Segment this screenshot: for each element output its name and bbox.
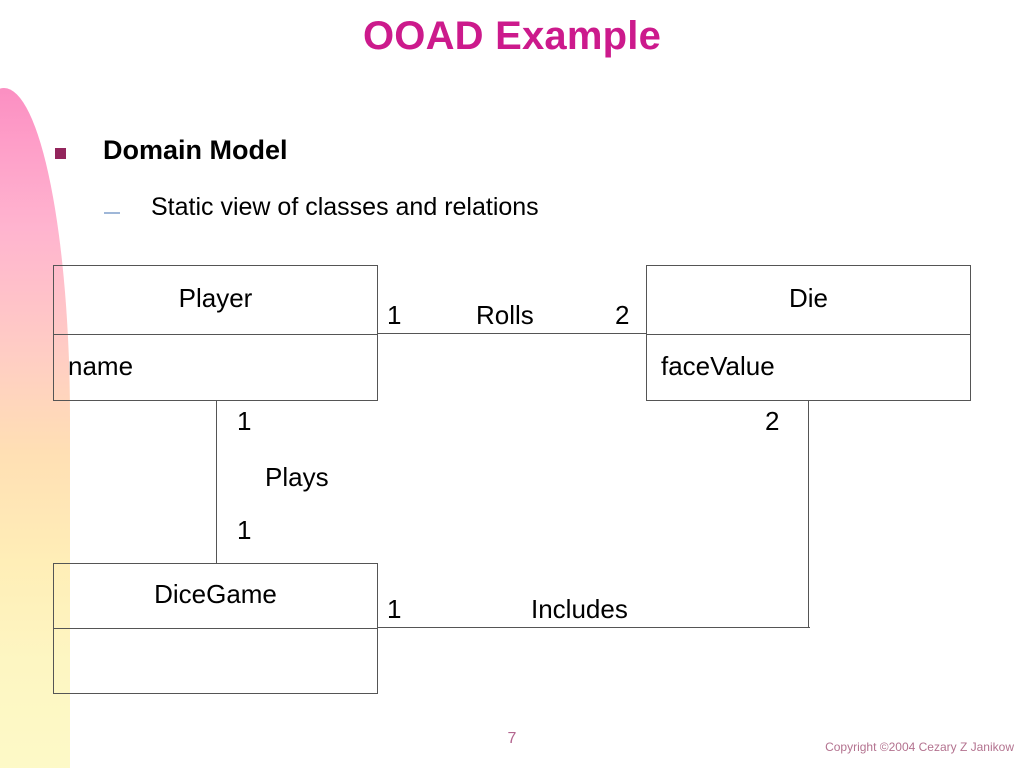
association-label-plays: Plays xyxy=(265,462,329,492)
multiplicity-plays-player: 1 xyxy=(237,406,252,436)
association-line-includes-vertical xyxy=(808,400,809,627)
uml-compartment-divider xyxy=(54,334,377,335)
bullet-item-domain-model: Domain Model xyxy=(55,135,288,166)
multiplicity-includes-dicegame: 1 xyxy=(387,594,402,624)
association-label-rolls: Rolls xyxy=(476,300,534,330)
uml-class-name-player: Player xyxy=(178,283,253,313)
uml-class-name-dicegame: DiceGame xyxy=(154,579,277,609)
uml-attribute-die-facevalue: faceValue xyxy=(661,351,775,381)
uml-class-dicegame[interactable]: DiceGame xyxy=(53,563,378,694)
uml-compartment-divider xyxy=(54,628,377,629)
uml-class-player[interactable]: Player name xyxy=(53,265,378,401)
subbullet-label: Static view of classes and relations xyxy=(151,193,539,221)
association-label-includes: Includes xyxy=(531,594,628,624)
dash-bullet-icon xyxy=(104,212,120,214)
uml-class-die[interactable]: Die faceValue xyxy=(646,265,971,401)
square-bullet-icon xyxy=(55,148,66,159)
uml-class-name-die: Die xyxy=(788,283,828,313)
multiplicity-includes-die: 2 xyxy=(765,406,780,436)
multiplicity-rolls-player: 1 xyxy=(387,300,402,330)
uml-attribute-player-name: name xyxy=(68,351,134,381)
association-line-includes-horizontal xyxy=(378,627,810,628)
bullet-item-static-view: Static view of classes and relations xyxy=(104,193,539,222)
multiplicity-rolls-die: 2 xyxy=(615,300,630,330)
multiplicity-plays-dicegame: 1 xyxy=(237,515,252,545)
page-number: 7 xyxy=(507,730,517,747)
association-line-rolls xyxy=(378,333,646,334)
association-line-plays xyxy=(216,400,217,563)
copyright-notice: Copyright ©2004 Cezary Z Janikow xyxy=(825,740,1014,754)
uml-compartment-divider xyxy=(647,334,970,335)
bullet-label: Domain Model xyxy=(103,135,288,165)
page-title: OOAD Example xyxy=(362,14,662,58)
